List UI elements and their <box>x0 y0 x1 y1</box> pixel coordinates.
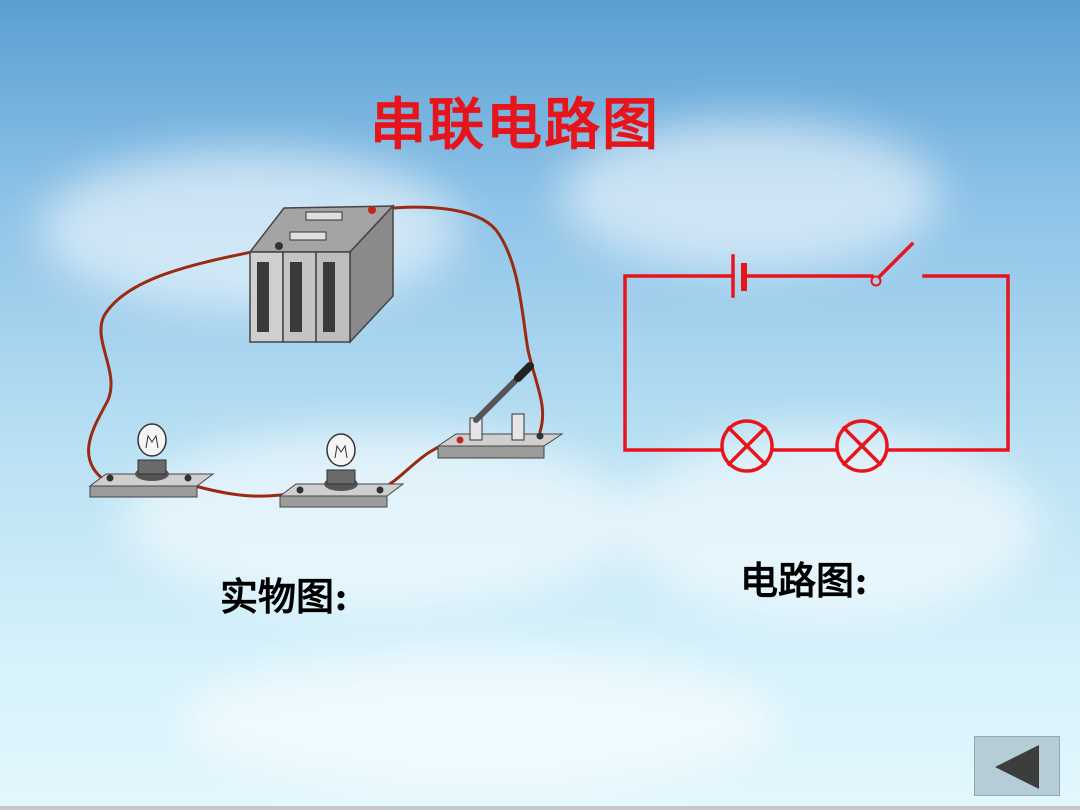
cloud <box>180 650 780 790</box>
slide-title: 串联电路图 <box>370 92 660 158</box>
battery-vent <box>257 262 269 332</box>
physical-circuit <box>87 204 564 508</box>
cloud <box>120 430 640 610</box>
lamp-filament <box>334 444 348 459</box>
cloud <box>560 120 940 270</box>
slide-bottom-border <box>0 806 1080 810</box>
schematic-wire <box>887 274 1010 452</box>
lamp-symbol <box>720 419 774 473</box>
lamp-bulb <box>137 423 167 457</box>
battery-connector <box>289 231 327 241</box>
battery-terminal <box>368 206 376 214</box>
switch-handle <box>514 362 534 382</box>
switch-terminal <box>456 436 464 444</box>
lamp-terminal <box>106 474 114 482</box>
battery-vent <box>323 262 335 332</box>
knife-switch <box>436 362 564 459</box>
caption-circuit-diagram: 电路图: <box>740 558 869 603</box>
switch-base-front <box>437 445 545 459</box>
switch-terminal <box>536 432 544 440</box>
lamp-socket <box>326 469 356 485</box>
switch-clip <box>511 413 525 441</box>
lamp-bulb <box>326 433 356 467</box>
lamp-fixture <box>278 433 405 508</box>
lamp-terminal <box>184 474 192 482</box>
lamp-fixture <box>88 423 215 498</box>
lamp-filament <box>145 434 159 449</box>
schematic-wire <box>623 274 735 452</box>
battery-connector <box>305 211 343 221</box>
back-button[interactable] <box>974 736 1060 796</box>
wire <box>370 205 545 434</box>
lamp-base-front <box>89 485 198 498</box>
wire <box>87 244 281 486</box>
lamp-base-front <box>279 495 388 508</box>
circuit-schematic <box>623 241 1010 473</box>
battery-vent <box>290 262 302 332</box>
left-triangle-icon <box>995 745 1039 789</box>
lamp-socket <box>137 459 167 475</box>
switch-symbol-pivot <box>870 275 882 287</box>
battery <box>248 204 395 344</box>
cloud <box>620 430 1040 620</box>
lamp-terminal <box>296 486 304 494</box>
battery-terminal <box>275 242 283 250</box>
caption-physical-drawing: 实物图: <box>220 574 349 619</box>
switch-symbol-blade <box>876 241 915 280</box>
lamp-symbol <box>835 419 889 473</box>
lamp-terminal <box>376 486 384 494</box>
